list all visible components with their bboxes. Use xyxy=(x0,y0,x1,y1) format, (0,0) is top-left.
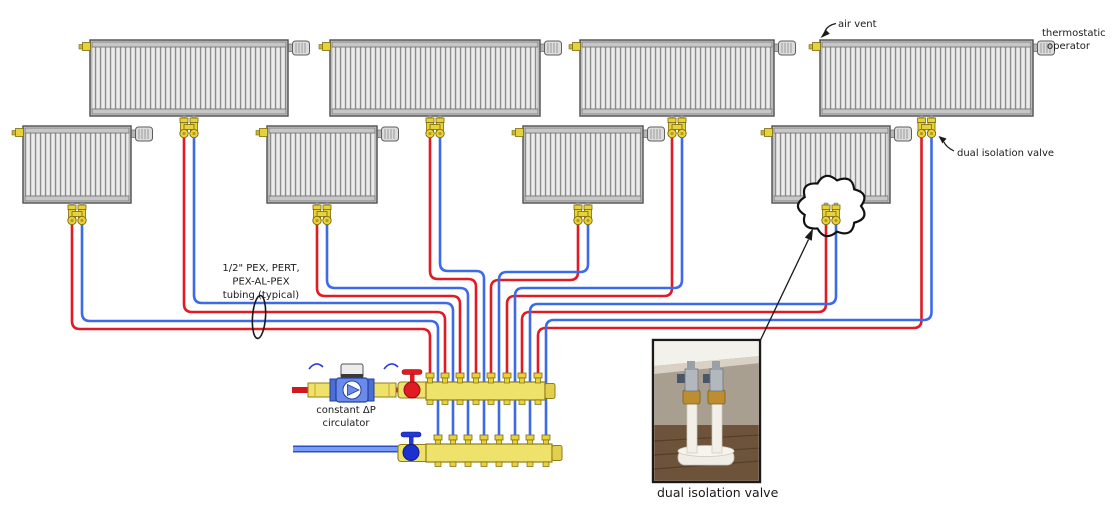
dual-isolation-valve-r6 xyxy=(312,202,332,226)
radiator-7 xyxy=(511,125,665,204)
tubing-bundle-ellipse xyxy=(251,294,267,340)
thermostatic-operator-icon xyxy=(131,126,153,142)
circulator-label-line2: circulator xyxy=(322,418,370,429)
supply-pipe-r2 xyxy=(428,135,478,373)
dual-isolation-valve-r7 xyxy=(573,202,593,226)
dual-isolation-arrowhead xyxy=(938,136,947,144)
radiator-5 xyxy=(11,125,153,204)
radiator-3 xyxy=(568,39,796,117)
air-vent-icon xyxy=(760,128,773,137)
circulator-pump xyxy=(307,363,399,403)
supply-pipe-r1 xyxy=(182,135,447,373)
supply-pipe-r5 xyxy=(70,222,432,373)
thermostatic-operator-icon xyxy=(377,126,399,142)
supply-pipe-r4 xyxy=(536,135,923,373)
return-manifold xyxy=(425,434,563,467)
thermostatic-operator-label-line2: operator xyxy=(1047,41,1091,52)
radiator-1 xyxy=(78,39,310,117)
return-ball-valve xyxy=(397,431,429,463)
tubing-label-line2: PEX-AL-PEX xyxy=(232,277,289,288)
return-pipe-r7 xyxy=(497,222,590,435)
dual-isolation-valve-r2 xyxy=(425,115,445,139)
air-vent-leader xyxy=(824,22,837,32)
return-pipe-r6 xyxy=(325,222,470,435)
cloud-callout-outline xyxy=(796,174,866,238)
return-pipe-r5 xyxy=(80,222,440,435)
air-vent-icon xyxy=(511,128,524,137)
air-vent-icon xyxy=(568,42,581,51)
tubing-label-line1: 1/2" PEX, PERT, xyxy=(222,263,299,274)
thermostatic-operator-icon xyxy=(774,40,796,56)
return-pipe-r3 xyxy=(513,135,684,435)
supply-ball-valve xyxy=(397,369,429,399)
thermostatic-operator-icon xyxy=(288,40,310,56)
supply-pipe-r7 xyxy=(489,222,580,373)
photo-callout-arrowhead xyxy=(804,228,813,241)
radiator-2 xyxy=(318,39,562,117)
air-vent-icon xyxy=(11,128,24,137)
thermostatic-operator-icon xyxy=(890,126,912,142)
dual-isolation-valve-r8 xyxy=(821,202,841,226)
circulator-label-line1: constant ΔP xyxy=(316,405,376,416)
air-vent-icon xyxy=(318,42,331,51)
air-vent-arrowhead xyxy=(820,29,830,38)
dual-isolation-valve-label: dual isolation valve xyxy=(957,148,1054,159)
photo-caption: dual isolation valve xyxy=(657,485,779,500)
supply-pipe-r6 xyxy=(315,222,462,373)
return-pipe-r2 xyxy=(438,135,486,435)
return-pipe-r4 xyxy=(544,135,933,435)
photo-content xyxy=(654,341,759,481)
return-pipe-r8 xyxy=(528,222,838,435)
thermostatic-operator-icon xyxy=(540,40,562,56)
air-vent-icon xyxy=(255,128,268,137)
supply-pipe-r8 xyxy=(520,222,828,373)
return-pipe-r1 xyxy=(192,135,455,435)
thermostatic-operator-icon xyxy=(643,126,665,142)
air-vent-icon xyxy=(808,42,821,51)
photo-callout-line xyxy=(759,239,810,342)
dual-isolation-valve-photo xyxy=(651,338,762,484)
dual-isolation-valve-r4 xyxy=(916,115,937,139)
air-vent-icon xyxy=(78,42,91,51)
dual-isolation-valve-r5 xyxy=(67,202,87,226)
dual-isolation-leader xyxy=(943,141,955,152)
dual-isolation-valve-r3 xyxy=(667,115,687,139)
thermostatic-operator-label-line1: thermostatic xyxy=(1042,28,1106,39)
supply-pipe-r3 xyxy=(505,135,674,373)
radiator-6 xyxy=(255,125,399,204)
supply-manifold xyxy=(425,372,556,405)
cloud-callout-fill xyxy=(797,175,865,237)
radiator-4 xyxy=(808,39,1055,117)
air-vent-label: air vent xyxy=(838,19,877,30)
thermostatic-operator-icon xyxy=(1033,40,1055,56)
dual-isolation-valve-r1 xyxy=(179,115,199,139)
